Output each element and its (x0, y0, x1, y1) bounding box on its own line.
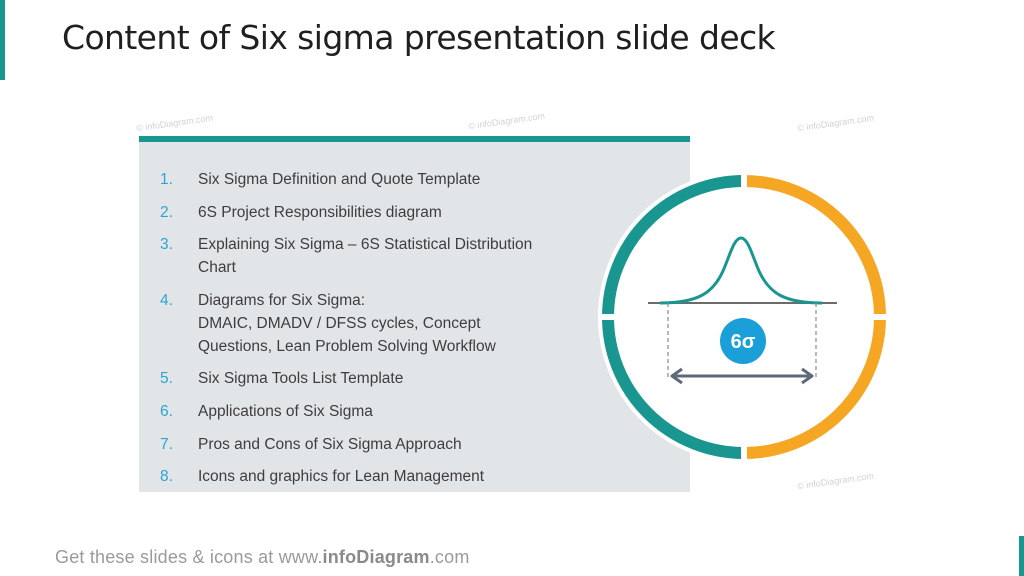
item-number: 5. (160, 370, 173, 387)
item-text: Pros and Cons of Six Sigma Approach (198, 436, 462, 453)
item-number: 6. (160, 403, 173, 420)
ring-gap (741, 439, 747, 463)
footer-brand: infoDiagram (322, 547, 430, 567)
ring-segment-bottom-left (602, 316, 745, 459)
item-text: Six Sigma Tools List Template (198, 370, 404, 387)
footer-credit: Get these slides & icons at www.infoDiag… (55, 547, 470, 568)
ring-gap (598, 314, 622, 320)
arrow-right-head-icon (801, 367, 814, 385)
footer-suffix: .com (429, 547, 470, 567)
ring-gap (866, 314, 890, 320)
item-number: 7. (160, 436, 173, 453)
ring-gap (741, 171, 747, 195)
slide-title: Content of Six sigma presentation slide … (62, 18, 776, 57)
item-text: Six Sigma Definition and Quote Template (198, 171, 481, 188)
item-number: 4. (160, 292, 173, 309)
item-number: 2. (160, 204, 173, 221)
item-text: Applications of Six Sigma (198, 403, 373, 420)
watermark-text: © infoDiagram.com (135, 112, 214, 134)
ring-segment-bottom-right (743, 316, 886, 459)
accent-bar-left (0, 0, 5, 80)
watermark-text: © infoDiagram.com (467, 110, 546, 132)
item-text: Icons and graphics for Lean Management (198, 468, 485, 485)
item-text: Diagrams for Six Sigma: DMAIC, DMADV / D… (198, 292, 496, 355)
six-sigma-badge (720, 318, 766, 364)
bell-curve (659, 236, 823, 305)
watermark-text: © infoDiagram.com (796, 112, 875, 134)
item-text: 6S Project Responsibilities diagram (198, 204, 442, 221)
accent-bar-right (1019, 536, 1024, 576)
item-number: 3. (160, 236, 173, 253)
watermark-text: © infoDiagram.com (796, 470, 875, 492)
graphic-backdrop (598, 171, 890, 463)
six-sigma-badge-label: 6σ (731, 331, 756, 353)
six-sigma-graphic: 6σ (598, 171, 890, 463)
ring-segment-top-right (743, 175, 886, 318)
footer-prefix: Get these slides & icons at www. (55, 547, 323, 567)
item-text: Explaining Six Sigma – 6S Statistical Di… (198, 236, 533, 276)
item-number: 8. (160, 468, 173, 485)
item-number: 1. (160, 171, 173, 188)
arrow-left-head-icon (670, 367, 683, 385)
ring-segment-top-left (602, 175, 745, 318)
